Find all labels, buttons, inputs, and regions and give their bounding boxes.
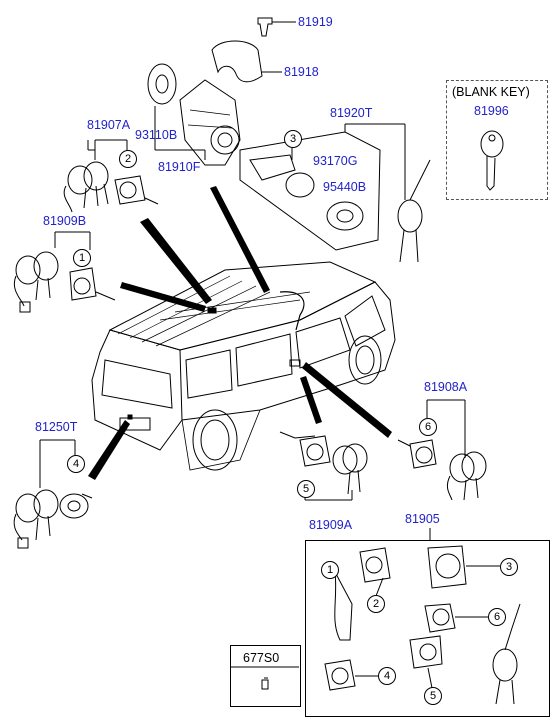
part-677S0: [231, 666, 299, 690]
callout-1-left: 1: [73, 249, 91, 267]
part-81905: [324, 528, 521, 705]
callout-2-kit: 2: [367, 595, 385, 613]
label-81919[interactable]: 81919: [298, 15, 333, 29]
part-81996: [480, 130, 504, 191]
callout-2-top: 2: [119, 150, 137, 168]
callout-4-kit: 4: [378, 667, 396, 685]
part-81909A: [279, 431, 368, 501]
blank-key-box: [446, 80, 548, 200]
part-81907A: [63, 139, 159, 213]
leader-tails: [88, 186, 392, 480]
callout-1-kit: 1: [321, 561, 339, 579]
callout-6-kit: 6: [488, 608, 506, 626]
label-677S0: 677S0: [243, 651, 280, 665]
part-81250T: [13, 439, 93, 549]
label-81909A[interactable]: 81909A: [309, 518, 353, 532]
callout-5-kit: 5: [424, 687, 442, 705]
part-81908A: [397, 399, 487, 501]
label-93170G[interactable]: 93170G: [313, 154, 358, 168]
part-81909B: [13, 231, 116, 313]
ignition-assembly: [147, 17, 296, 166]
label-81907A[interactable]: 81907A: [87, 118, 131, 132]
callout-3-kit: 3: [500, 558, 518, 576]
label-93110B[interactable]: 93110B: [135, 128, 178, 142]
label-81909B[interactable]: 81909B: [43, 214, 87, 228]
label-81920T[interactable]: 81920T: [330, 106, 373, 120]
van-illustration: [91, 261, 396, 471]
label-95440B[interactable]: 95440B: [323, 180, 367, 194]
label-81996[interactable]: 81996: [474, 104, 509, 118]
callout-5-door: 5: [297, 480, 315, 498]
label-81910F[interactable]: 81910F: [158, 160, 201, 174]
callout-3-bracket: 3: [284, 130, 302, 148]
part-81920T: [239, 123, 431, 263]
blank-key-label: (BLANK KEY): [452, 85, 530, 99]
label-81905[interactable]: 81905: [405, 512, 440, 526]
box-677S0: [230, 645, 301, 707]
label-81250T[interactable]: 81250T: [35, 420, 78, 434]
label-81918[interactable]: 81918: [284, 65, 319, 79]
callout-4-rear: 4: [67, 455, 85, 473]
callout-6-right: 6: [419, 418, 437, 436]
kit-box-81905: [305, 540, 550, 717]
label-81908A[interactable]: 81908A: [424, 380, 468, 394]
